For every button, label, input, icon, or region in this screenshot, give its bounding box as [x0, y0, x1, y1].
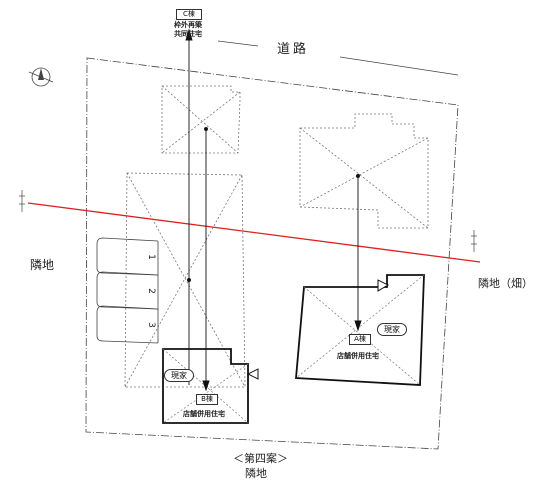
boundary-marker-right [471, 230, 477, 252]
relocation-arrow-b [202, 127, 210, 392]
entrance-triangle-b [246, 368, 259, 380]
building-a-tag: A棟 [349, 334, 371, 345]
boundary-marker-left [19, 190, 25, 212]
building-b-tag: B棟 [196, 394, 218, 405]
parking-number: 2 [145, 288, 156, 294]
entrance-triangle-a [377, 279, 390, 292]
relocation-arrow-c [185, 28, 193, 385]
building-upper-right-outline [299, 113, 429, 229]
relocation-arrow-a [354, 174, 362, 332]
building-b-existing-badge: 現家 [164, 369, 194, 382]
parking-number: 3 [145, 322, 156, 328]
building-c-name-2: 共同住宅 [174, 30, 202, 38]
site-division-line [27, 202, 481, 263]
plan-title: ＜第四案＞ [233, 452, 288, 465]
neighbor-bottom-label: 隣地 [245, 467, 267, 480]
building-a-name: 店舗併用住宅 [337, 352, 379, 360]
neighbor-right-label: 隣地（畑） [478, 277, 533, 290]
building-c-tag: C棟 [176, 9, 202, 20]
road-label: 道路 [277, 42, 310, 57]
road-line [217, 40, 259, 47]
compass-icon [28, 67, 54, 87]
parking-number: 1 [145, 254, 156, 260]
neighbor-left-label: 隣地 [30, 258, 55, 272]
road-line [339, 56, 459, 76]
building-a-existing-badge: 現家 [377, 323, 407, 336]
building-a-diagonals [295, 274, 425, 386]
building-c-outline [161, 85, 241, 154]
building-b-name: 店舗併用住宅 [183, 410, 225, 418]
parking-bays [96, 237, 159, 344]
building-c-name-1: 枠外再築 [174, 21, 202, 29]
building-center-outline [124, 172, 246, 388]
site-boundary [85, 57, 459, 450]
